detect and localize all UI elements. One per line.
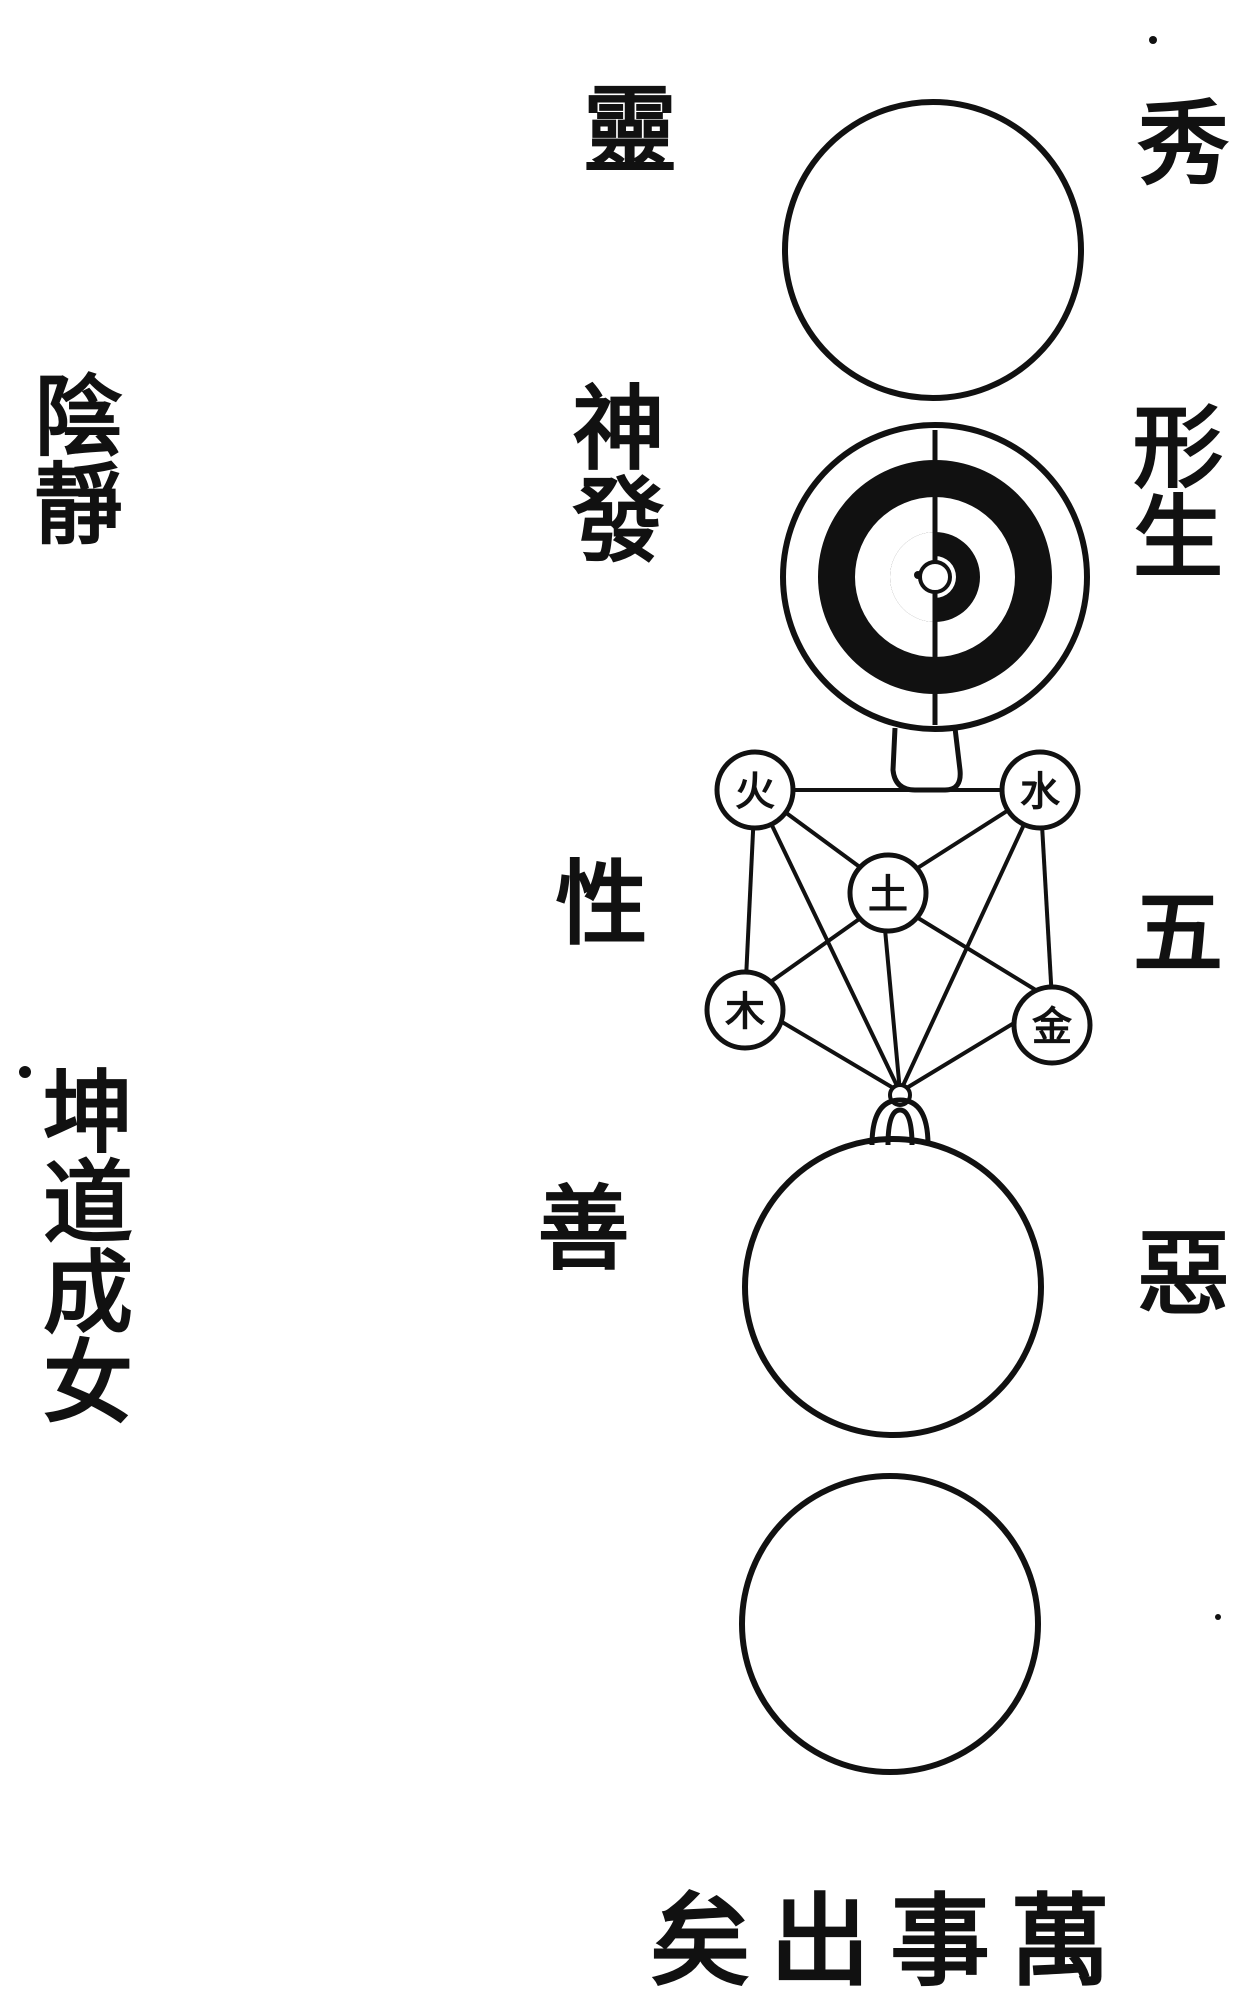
element-earth-label: 土: [868, 871, 908, 918]
element-wood-label: 木: [725, 988, 765, 1035]
element-earth: 土: [847, 852, 929, 934]
label-xiu: 秀: [1122, 95, 1230, 187]
label-e: 惡: [1122, 1225, 1230, 1317]
label-yin-jing: 陰靜: [20, 370, 124, 546]
label-xing-sheng: 形生: [1117, 400, 1223, 580]
element-wood: 木: [704, 969, 786, 1051]
yinyang-circle: [780, 422, 1090, 732]
label-ling: 靈: [567, 80, 677, 174]
wuji-circle: [782, 99, 1084, 401]
label-shen-fa: 神發: [557, 380, 665, 564]
label-kun-dao: 坤道成女: [27, 1065, 133, 1425]
element-fire-label: 火: [735, 768, 775, 815]
label-wu: 五: [1117, 885, 1223, 975]
stem: [890, 727, 963, 793]
label-wan-shi: 萬事出矣: [650, 1882, 1130, 2000]
element-water-label: 水: [1020, 768, 1061, 815]
element-metal: 金: [1011, 984, 1093, 1066]
wanwu-circle: [739, 1473, 1041, 1775]
label-xing-nature: 性: [540, 855, 648, 947]
mark-dot: [19, 1066, 31, 1078]
label-shan: 善: [522, 1180, 630, 1272]
element-metal-label: 金: [1031, 1003, 1073, 1050]
element-water: 水: [999, 749, 1081, 831]
five-elements-lines: [743, 788, 1054, 1094]
element-fire: 火: [714, 749, 796, 831]
mark-dot: [1149, 36, 1157, 44]
qian-kun-circle: [742, 1136, 1044, 1438]
connector-loops: [869, 1097, 931, 1146]
mark-dot: [1215, 1614, 1221, 1620]
